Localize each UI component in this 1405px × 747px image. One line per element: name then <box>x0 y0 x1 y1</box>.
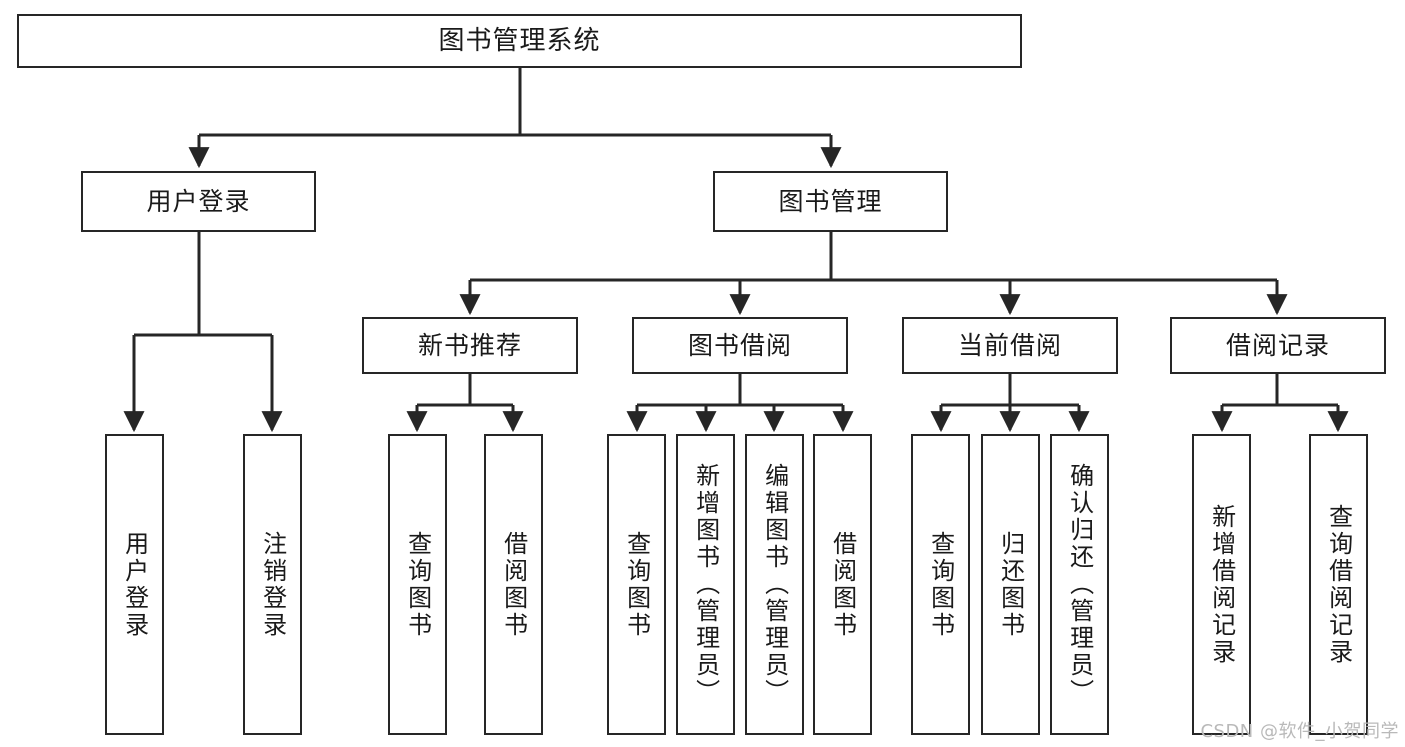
node-label: 查询图书 <box>403 530 432 639</box>
leaf-confirm-return[interactable]: 确认归还（管理员） <box>1050 434 1109 735</box>
csdn-watermark: CSDN @软件_小贺同学 <box>1200 721 1399 742</box>
node-label: 图书借阅 <box>687 330 792 360</box>
node-label: 当前借阅 <box>957 330 1062 360</box>
node-label: 借阅图书 <box>828 530 857 639</box>
leaf-query-book-3[interactable]: 查询图书 <box>911 434 970 735</box>
leaf-return-book[interactable]: 归还图书 <box>981 434 1040 735</box>
node-label: 用户登录 <box>146 186 251 216</box>
leaf-borrow-book-1[interactable]: 借阅图书 <box>484 434 543 735</box>
leaf-query-book-1[interactable]: 查询图书 <box>388 434 447 735</box>
node-borrow-record[interactable]: 借阅记录 <box>1170 317 1386 374</box>
node-label: 注销登录 <box>258 530 287 639</box>
node-label: 借阅图书 <box>499 530 528 639</box>
node-user-login[interactable]: 用户登录 <box>81 171 316 232</box>
node-label: 编辑图书（管理员） <box>760 463 789 706</box>
leaf-query-record[interactable]: 查询借阅记录 <box>1309 434 1368 735</box>
node-label: 新增图书（管理员） <box>691 463 720 706</box>
node-label: 确认归还（管理员） <box>1065 463 1094 706</box>
leaf-logout-login[interactable]: 注销登录 <box>243 434 302 735</box>
leaf-user-login[interactable]: 用户登录 <box>105 434 164 735</box>
leaf-edit-book[interactable]: 编辑图书（管理员） <box>745 434 804 735</box>
leaf-add-book[interactable]: 新增图书（管理员） <box>676 434 735 735</box>
node-current-borrow[interactable]: 当前借阅 <box>902 317 1118 374</box>
node-label: 借阅记录 <box>1225 330 1330 360</box>
node-new-book-recommend[interactable]: 新书推荐 <box>362 317 578 374</box>
leaf-add-record[interactable]: 新增借阅记录 <box>1192 434 1251 735</box>
node-label: 图书管理系统 <box>438 25 601 56</box>
node-label: 新增借阅记录 <box>1207 503 1236 666</box>
node-label: 图书管理 <box>778 186 883 216</box>
node-label: 归还图书 <box>996 530 1025 639</box>
node-label: 查询图书 <box>622 530 651 639</box>
node-label: 新书推荐 <box>417 330 522 360</box>
node-label: 查询图书 <box>926 530 955 639</box>
node-label: 用户登录 <box>120 530 149 639</box>
node-label: 查询借阅记录 <box>1324 503 1353 666</box>
leaf-query-book-2[interactable]: 查询图书 <box>607 434 666 735</box>
node-root-system[interactable]: 图书管理系统 <box>17 14 1022 68</box>
node-book-management[interactable]: 图书管理 <box>713 171 948 232</box>
node-book-borrow[interactable]: 图书借阅 <box>632 317 848 374</box>
leaf-borrow-book-2[interactable]: 借阅图书 <box>813 434 872 735</box>
